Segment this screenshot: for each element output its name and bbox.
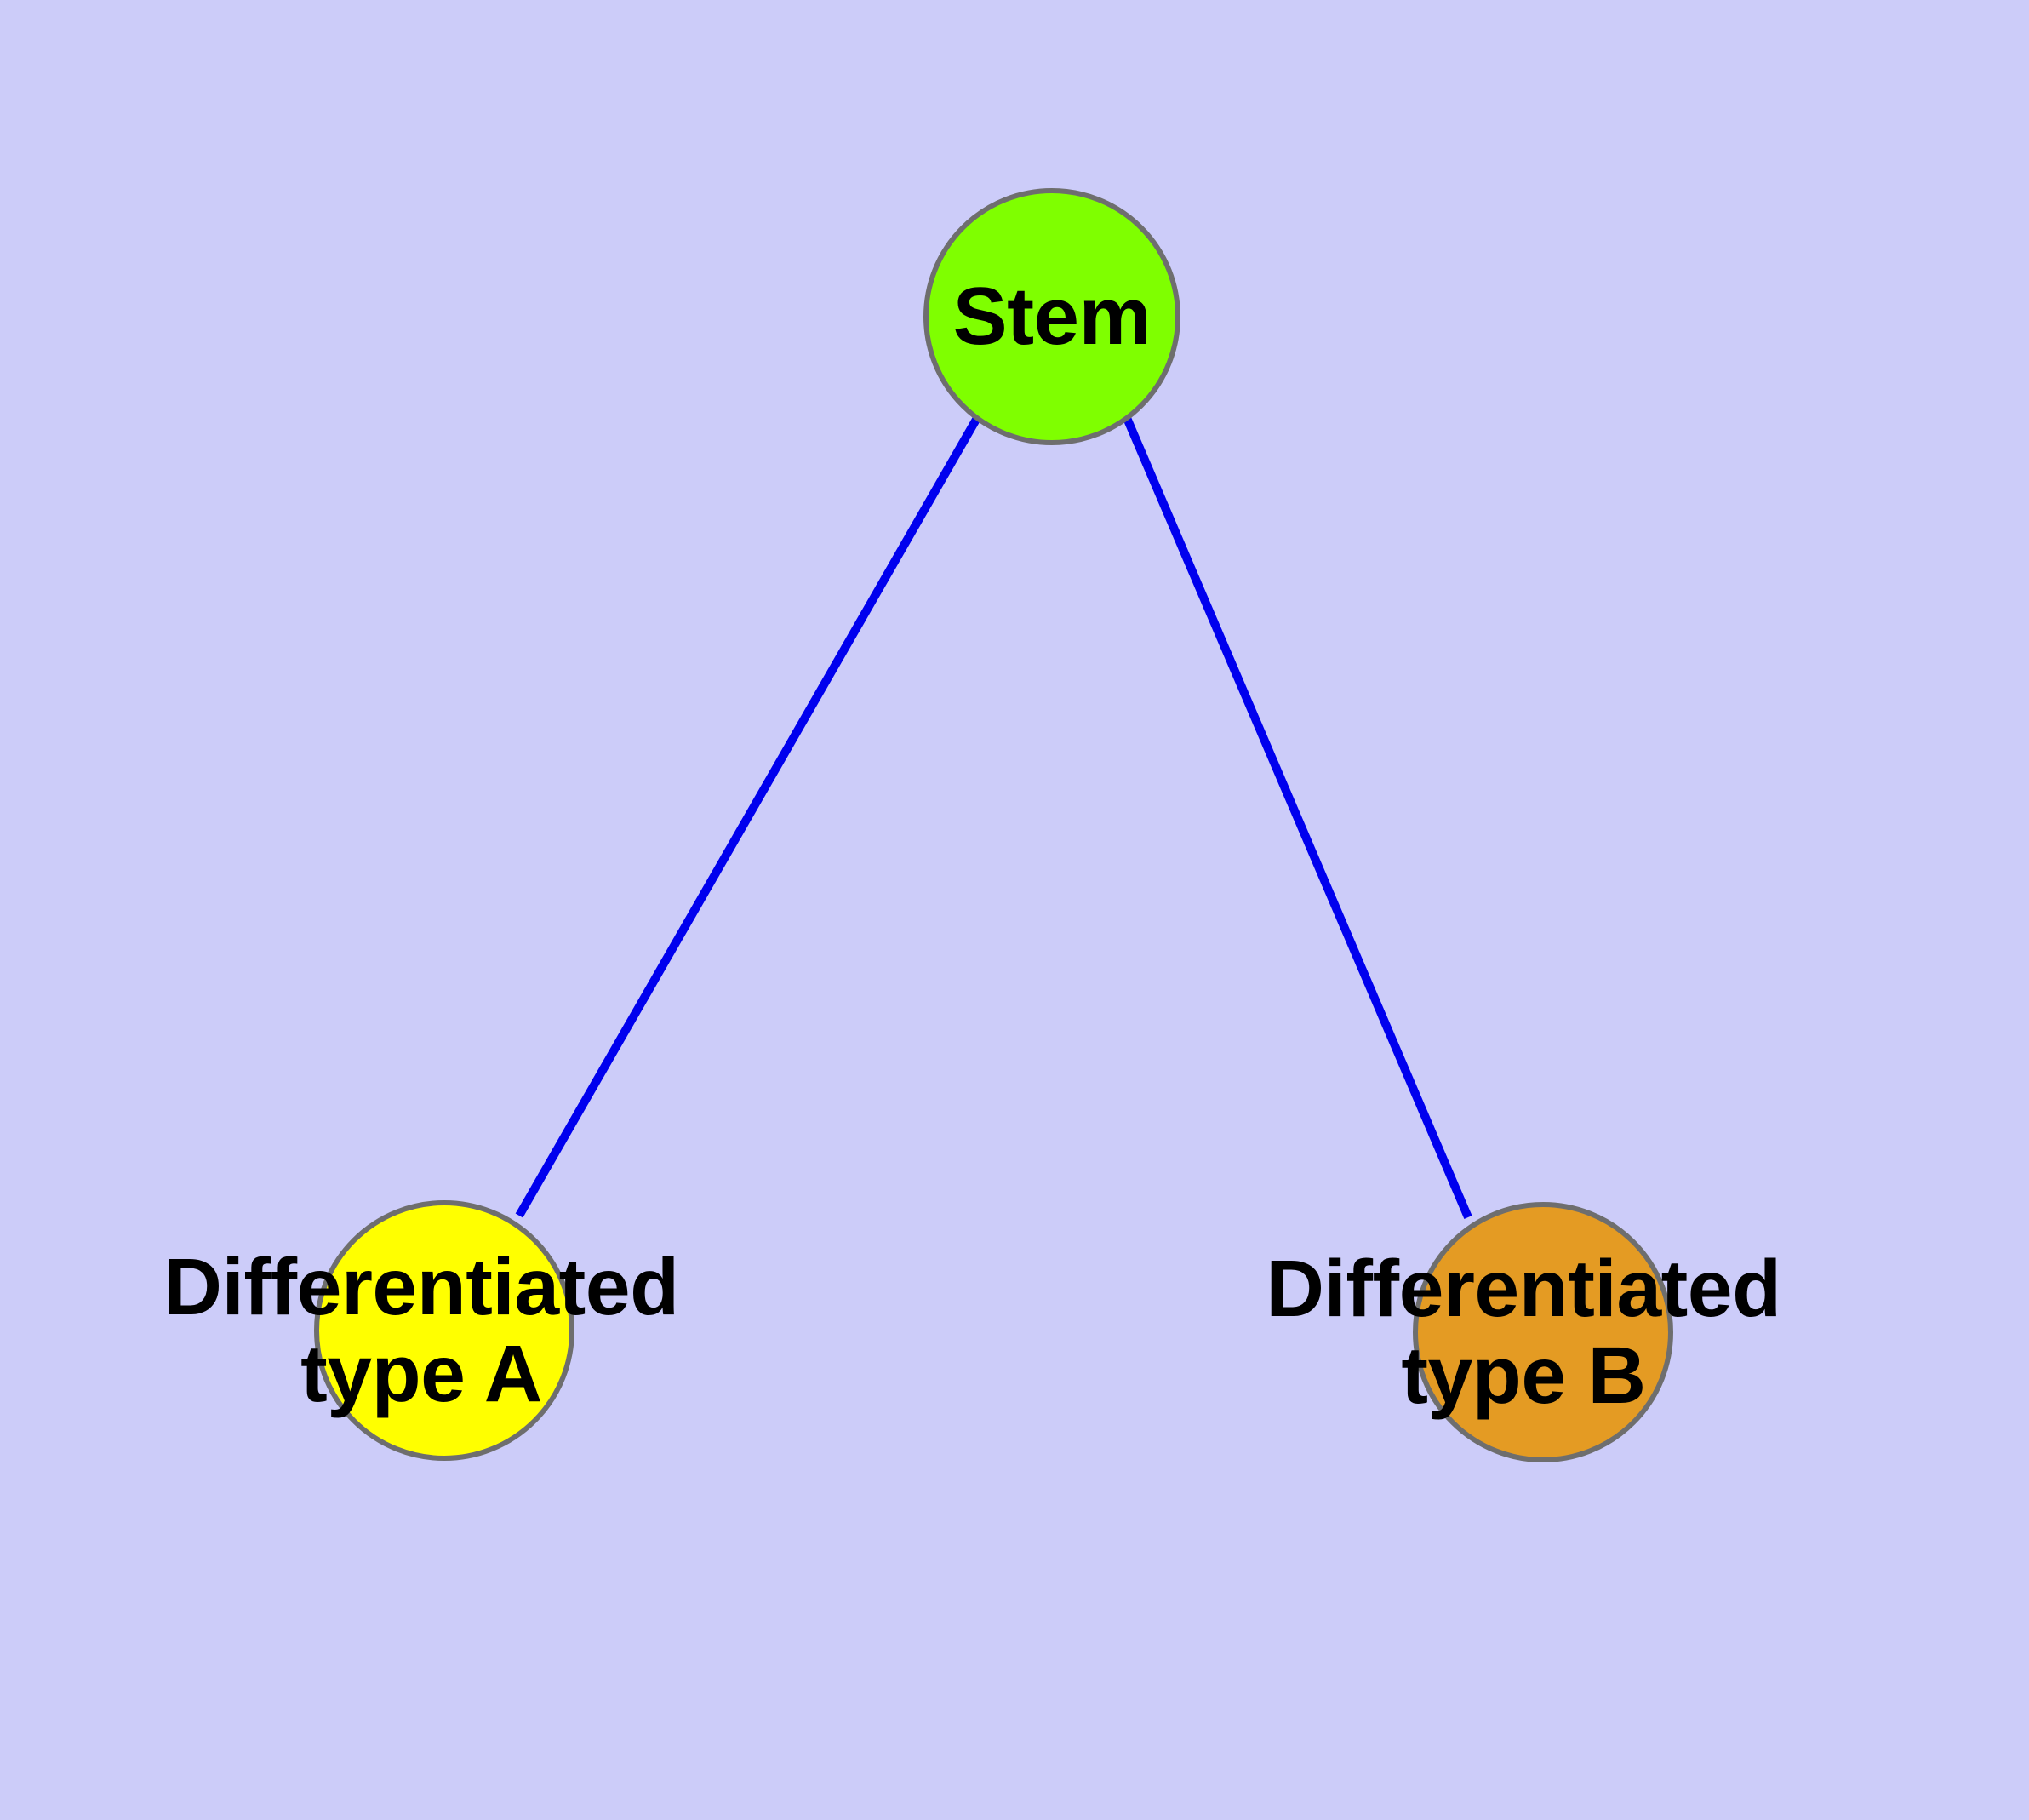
edge-layer [515, 415, 1472, 1219]
node-layer [314, 188, 1673, 1462]
node-stem-circle[interactable] [923, 188, 1180, 445]
edge-stem-to-diff-b[interactable] [1123, 416, 1472, 1219]
edge-stem-to-diff-a[interactable] [515, 415, 981, 1218]
node-differentiated-type-a-circle[interactable] [314, 1200, 574, 1461]
node-differentiated-type-b-circle[interactable] [1413, 1202, 1673, 1462]
